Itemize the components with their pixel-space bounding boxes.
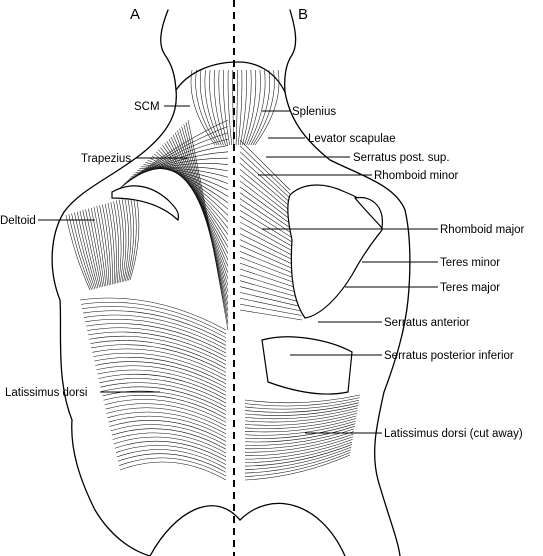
label-deltoid: Deltoid xyxy=(0,215,36,227)
acromion xyxy=(353,196,383,230)
label-latissimus-dorsi: Latissimus dorsi xyxy=(5,387,87,399)
label-levator-scapulae: Levator scapulae xyxy=(308,133,396,145)
label-serratus-post-sup: Serratus post. sup. xyxy=(353,152,450,164)
scapula xyxy=(287,184,383,319)
label-scm: SCM xyxy=(134,101,160,113)
latissimus-fibres xyxy=(79,297,227,481)
trapezius-fibres xyxy=(117,119,229,331)
clavicle-band xyxy=(111,185,180,222)
label-trapezius: Trapezius xyxy=(81,153,131,165)
label-serratus-posterior-inferior: Serratus posterior inferior xyxy=(384,350,514,362)
deltoid-fibres xyxy=(65,194,140,291)
label-latissimus-dorsi-cut: Latissimus dorsi (cut away) xyxy=(384,428,523,440)
leader-lines xyxy=(38,105,438,434)
body-outline xyxy=(51,9,411,556)
panel-label-a: A xyxy=(130,6,140,23)
serratus-posterior-inferior-muscle xyxy=(261,336,353,395)
latissimus-cut-fibres xyxy=(244,394,361,481)
panel-label-b: B xyxy=(298,6,308,23)
label-teres-minor: Teres minor xyxy=(440,257,500,269)
rhomboid-fibres xyxy=(239,139,303,321)
label-splenius: Splenius xyxy=(292,106,336,118)
label-rhomboid-major: Rhomboid major xyxy=(440,224,525,236)
label-serratus-anterior: Serratus anterior xyxy=(384,317,470,329)
label-teres-major: Teres major xyxy=(440,282,500,294)
label-rhomboid-minor: Rhomboid minor xyxy=(374,170,459,182)
